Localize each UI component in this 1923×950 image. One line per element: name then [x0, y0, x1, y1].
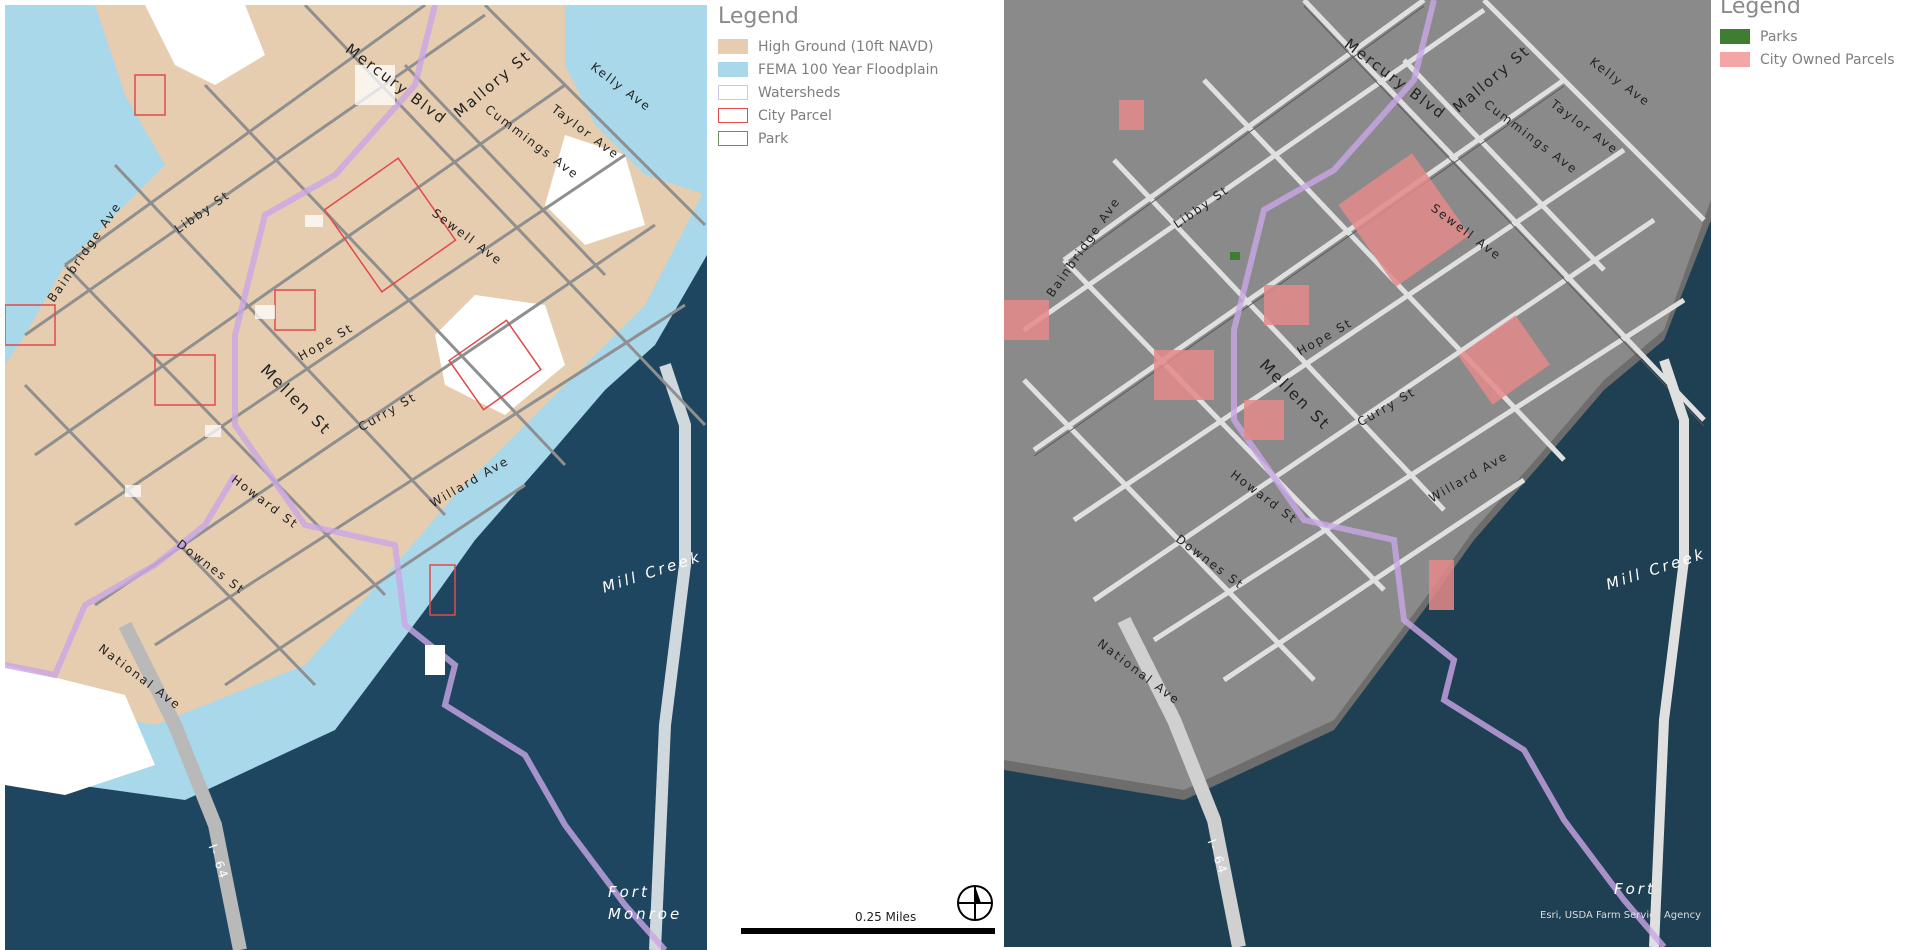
left-legend-items: High Ground (10ft NAVD) FEMA 100 Year Flo…: [718, 35, 978, 150]
legend-swatch: [718, 62, 748, 77]
legend-swatch: [1720, 52, 1750, 67]
legend-swatch: [718, 131, 748, 146]
legend-label: City Parcel: [758, 107, 832, 124]
lowland-center: [435, 295, 565, 415]
bridge-east: [1649, 358, 1689, 947]
scale-bar: [741, 928, 995, 934]
highway-i64: [1117, 616, 1246, 947]
legend-item: Park: [718, 127, 978, 150]
north-arrow-icon: [957, 885, 993, 921]
legend-item: City Owned Parcels: [1720, 48, 1920, 71]
watershed-boundary-west: [5, 473, 238, 679]
watershed-boundary: [1231, 0, 1667, 947]
right-map-panel[interactable]: Mercury Blvd Mallory St Cummings Ave Kel…: [1004, 0, 1711, 947]
highway-i64: [118, 621, 247, 950]
city-owned-parcels: [1004, 100, 1550, 610]
legend-item: Parks: [1720, 25, 1920, 48]
legend-swatch: [718, 85, 748, 100]
legend-item: City Parcel: [718, 104, 978, 127]
scale-label: 0.25 Miles: [855, 910, 917, 924]
right-map-svg: [1004, 0, 1711, 947]
city-parcels: [5, 74, 542, 616]
legend-item: High Ground (10ft NAVD): [718, 35, 978, 58]
legend-label: Park: [758, 130, 789, 147]
legend-label: Parks: [1760, 28, 1798, 45]
lowland-north: [145, 5, 265, 85]
attribution: Esri, USDA Farm Service Agency: [1540, 910, 1702, 921]
left-legend: Legend High Ground (10ft NAVD) FEMA 100 Y…: [718, 0, 978, 150]
legend-label: High Ground (10ft NAVD): [758, 38, 934, 55]
label-monroe: Monroe: [608, 905, 683, 923]
left-map-svg: [5, 5, 707, 950]
legend-swatch: [718, 39, 748, 54]
lowland-east: [545, 135, 645, 245]
legend-item: FEMA 100 Year Floodplain: [718, 58, 978, 81]
legend-swatch: [1720, 29, 1750, 44]
legend-label: FEMA 100 Year Floodplain: [758, 61, 939, 78]
left-map-panel[interactable]: Mercury Blvd Mallory St Cummings Ave Kel…: [5, 5, 707, 950]
legend-label: City Owned Parcels: [1760, 51, 1895, 68]
legend-swatch: [718, 108, 748, 123]
road-edges: [1033, 5, 1705, 457]
label-fort: Fort: [608, 883, 650, 901]
floodplain-east: [565, 5, 707, 195]
label-fort: Fort: [1614, 880, 1656, 898]
lowland-southwest: [5, 665, 155, 795]
legend-item: Watersheds: [718, 81, 978, 104]
legend-title: Legend: [1720, 0, 1801, 19]
bridge-east: [649, 363, 691, 950]
road-grid-imagery: [1022, 0, 1706, 683]
floodplain-north: [5, 5, 165, 365]
water-body: [5, 245, 707, 950]
buildings: [125, 65, 395, 497]
legend-title: Legend: [718, 4, 799, 29]
legend-label: Watersheds: [758, 84, 841, 101]
park-parcel: [1230, 252, 1240, 260]
watershed-boundary: [232, 5, 668, 950]
pier: [425, 645, 445, 675]
